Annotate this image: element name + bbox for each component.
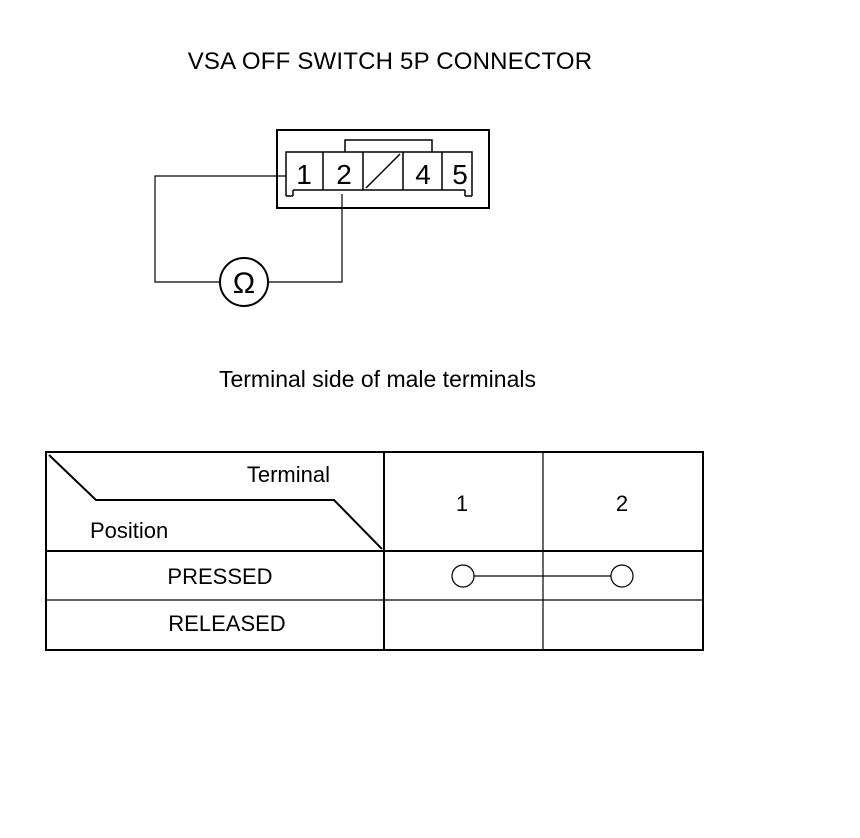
header-diagonal-divider	[48, 454, 383, 550]
empty-cavity-slash	[365, 153, 401, 189]
row-position-pressed: PRESSED	[167, 564, 272, 589]
ohmmeter-icon: Ω	[219, 257, 269, 307]
pin-label-5: 5	[452, 159, 468, 190]
connector-housing	[276, 129, 490, 209]
continuity-mark-pressed	[451, 564, 634, 588]
row-position-released: RELEASED	[168, 611, 285, 636]
connector-view-caption: Terminal side of male terminals	[218, 366, 536, 392]
ohm-symbol: Ω	[233, 267, 255, 300]
continuity-table: Terminal Position 1 2 PRESSED RELEASED	[45, 451, 704, 651]
pin-label-1: 1	[296, 159, 312, 190]
test-leads	[154, 175, 343, 283]
diagram-title: VSA OFF SWITCH 5P CONNECTOR	[187, 48, 593, 75]
pin-label-2: 2	[336, 159, 352, 190]
column-terminal-1: 1	[456, 491, 468, 516]
header-position-label: Position	[90, 518, 168, 543]
column-terminal-2: 2	[616, 491, 628, 516]
header-terminal-label: Terminal	[247, 462, 330, 487]
pin-label-4: 4	[415, 159, 431, 190]
terminal-2-node	[610, 564, 634, 588]
terminal-1-node	[451, 564, 475, 588]
